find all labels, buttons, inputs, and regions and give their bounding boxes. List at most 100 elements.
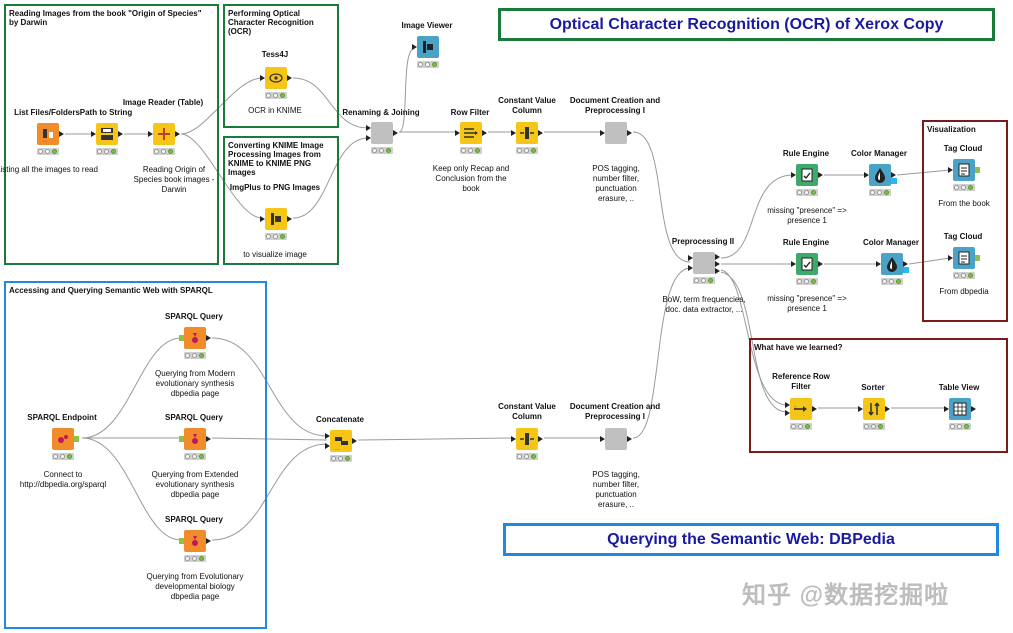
edge (81, 337, 182, 439)
output-port[interactable] (206, 436, 211, 442)
edge (211, 437, 328, 441)
output-port[interactable] (975, 167, 980, 173)
output-port[interactable] (818, 261, 823, 267)
svg-text:...: ... (43, 138, 47, 144)
output-port[interactable] (287, 216, 292, 222)
output-port[interactable] (206, 335, 211, 341)
image-reader-icon (153, 123, 175, 145)
input-port[interactable] (366, 125, 371, 131)
input-port[interactable] (455, 130, 460, 136)
input-port[interactable] (366, 135, 371, 141)
output-port[interactable] (118, 131, 123, 137)
output-port[interactable] (812, 406, 817, 412)
output-port[interactable] (975, 255, 980, 261)
group-title: Reading Images from the book "Origin of … (9, 9, 202, 27)
node-description: to visualize image (243, 250, 307, 259)
banner-ocr: Optical Character Recognition (OCR) of X… (498, 8, 995, 41)
edge (180, 133, 263, 219)
output-port[interactable] (891, 172, 896, 178)
node-title: Tag Cloud (943, 144, 983, 153)
group-learned: What have we learned? (749, 338, 1008, 453)
output-port[interactable] (715, 254, 720, 260)
node-description: BoW, term frequencies, doc. data extract… (662, 295, 746, 314)
input-port[interactable] (791, 172, 796, 178)
query-icon (184, 530, 206, 552)
output-port[interactable] (627, 436, 632, 442)
status-lights (52, 453, 74, 460)
output-port[interactable] (627, 130, 632, 136)
input-port[interactable] (179, 335, 184, 341)
node-description: missing "presence" => presence 1 (767, 206, 847, 225)
node-title: Table View (938, 383, 980, 392)
input-port[interactable] (91, 131, 96, 137)
input-port[interactable] (600, 130, 605, 136)
input-port[interactable] (325, 443, 330, 449)
input-port[interactable] (785, 402, 790, 408)
node-description: OCR in KNIME (248, 106, 302, 115)
output-port[interactable] (206, 538, 211, 544)
input-port[interactable] (325, 433, 330, 439)
watermark: 知乎 @数据挖掘啦 (742, 582, 950, 609)
input-port[interactable] (948, 255, 953, 261)
status-lights (516, 147, 538, 154)
output-port[interactable] (352, 438, 357, 444)
node-title: Row Filter (450, 108, 490, 117)
input-port[interactable] (858, 406, 863, 412)
node-description: Reading Origin of Species book images - … (133, 165, 215, 194)
output-port[interactable] (715, 268, 720, 274)
input-port[interactable] (791, 261, 796, 267)
status-lights (949, 423, 971, 430)
edge (180, 77, 263, 135)
edge (292, 137, 369, 219)
color-port[interactable] (891, 178, 897, 184)
input-port[interactable] (148, 131, 153, 137)
output-port[interactable] (74, 436, 79, 442)
node-title: SPARQL Query (165, 312, 223, 321)
input-port[interactable] (688, 255, 693, 261)
output-port[interactable] (885, 406, 890, 412)
input-port[interactable] (511, 436, 516, 442)
output-port[interactable] (903, 261, 908, 267)
input-port[interactable] (688, 265, 693, 271)
node-title: Concatenate (315, 415, 364, 424)
input-port[interactable] (511, 130, 516, 136)
color-port[interactable] (903, 267, 909, 273)
database-icon (52, 428, 74, 450)
output-port[interactable] (971, 406, 976, 412)
input-port[interactable] (600, 436, 605, 442)
input-port[interactable] (179, 538, 184, 544)
input-port[interactable] (864, 172, 869, 178)
status-lights (37, 148, 59, 155)
tag-cloud-icon (953, 159, 975, 181)
node-description: Querying from Evolutionary developmental… (146, 572, 244, 601)
input-port[interactable] (948, 167, 953, 173)
status-lights (869, 189, 891, 196)
node-description: From dbpedia (939, 287, 989, 296)
input-port[interactable] (412, 44, 417, 50)
output-port[interactable] (59, 131, 64, 137)
output-port[interactable] (482, 130, 487, 136)
input-port[interactable] (785, 410, 790, 416)
svg-text:...: ... (335, 446, 339, 452)
input-port[interactable] (944, 406, 949, 412)
output-port[interactable] (538, 130, 543, 136)
status-lights (330, 455, 352, 462)
node-title: Path to String (79, 108, 133, 117)
output-port[interactable] (393, 130, 398, 136)
node-title: SPARQL Endpoint (27, 413, 97, 422)
output-port[interactable] (818, 172, 823, 178)
edge (211, 443, 328, 541)
status-lights (184, 352, 206, 359)
input-port[interactable] (179, 436, 184, 442)
output-port[interactable] (715, 261, 720, 267)
color-drop-icon (869, 164, 891, 186)
metanode-icon (371, 122, 393, 144)
node-title: Image Reader (Table) (122, 98, 204, 107)
output-port[interactable] (538, 436, 543, 442)
input-port[interactable] (260, 75, 265, 81)
output-port[interactable] (175, 131, 180, 137)
output-port[interactable] (287, 75, 292, 81)
input-port[interactable] (876, 261, 881, 267)
status-lights (184, 453, 206, 460)
input-port[interactable] (260, 216, 265, 222)
